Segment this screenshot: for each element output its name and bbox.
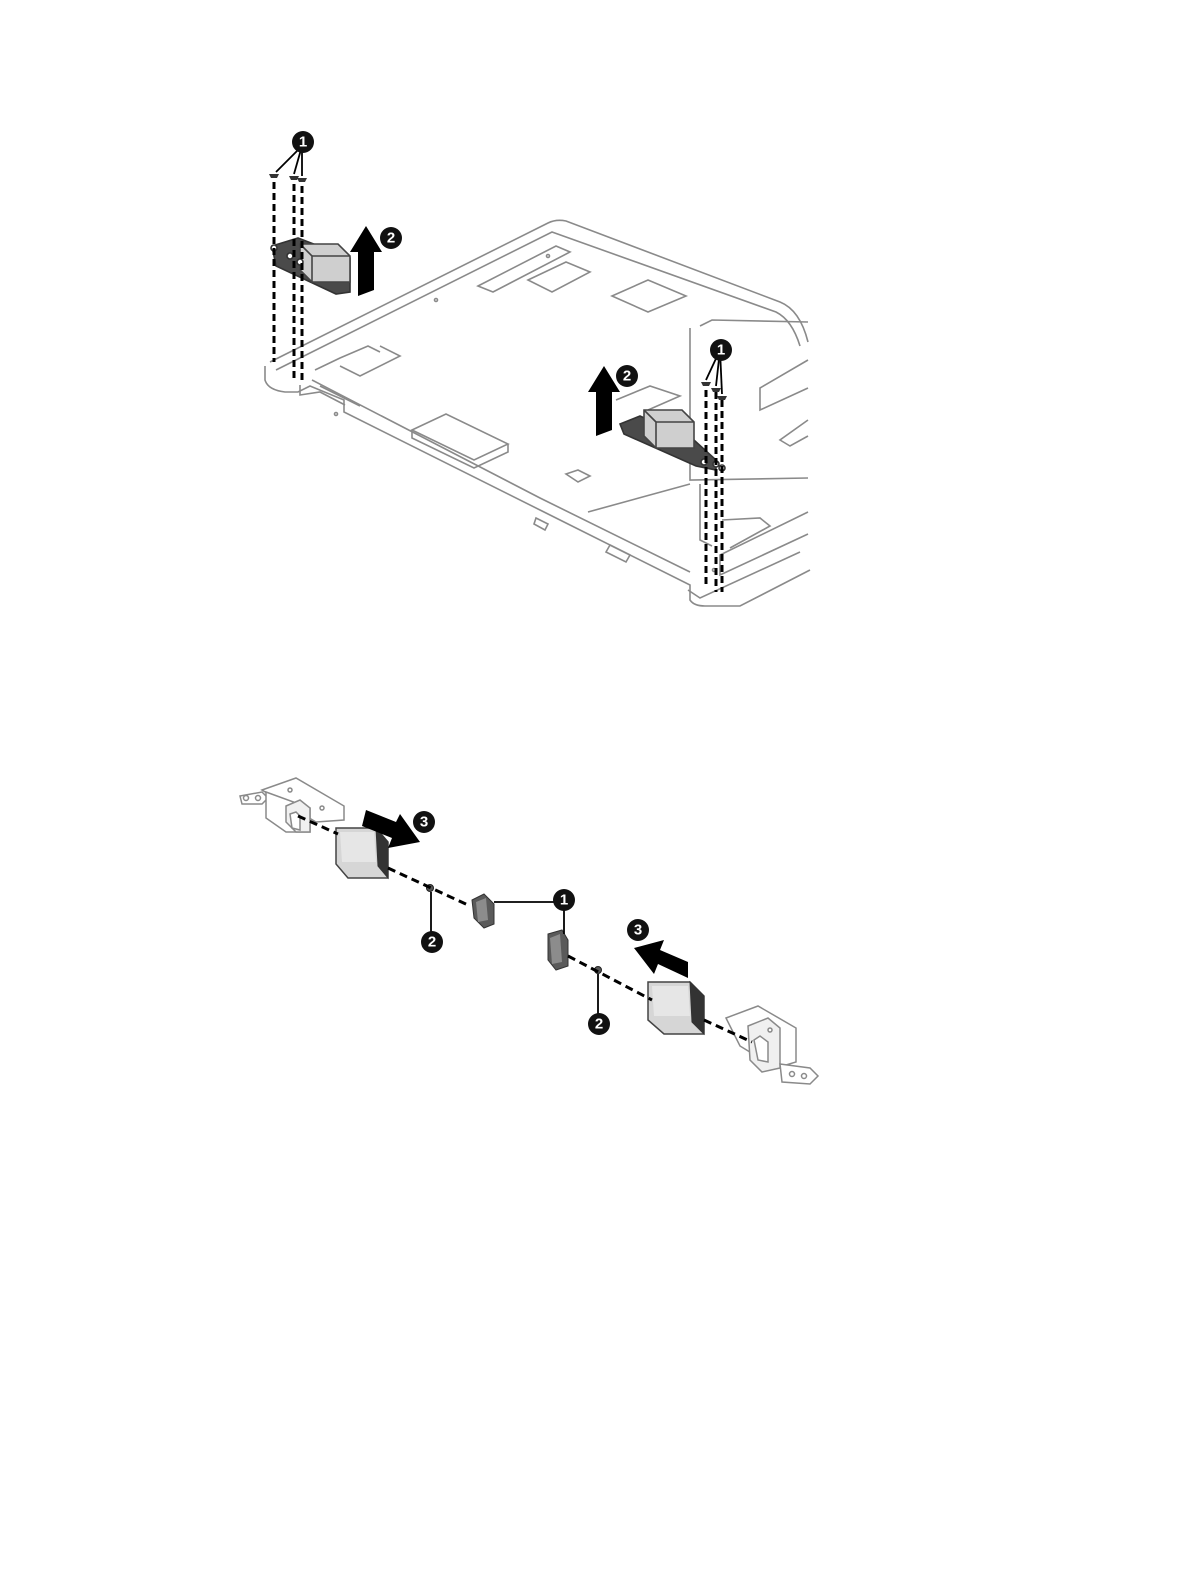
- screw-icon: [297, 178, 307, 182]
- callout-bottom-slide-left: 3: [413, 811, 435, 833]
- right-hinge: [620, 410, 725, 471]
- left-cap-face: [476, 898, 488, 922]
- top-figure: [265, 220, 810, 606]
- callout-top-lift-right: 2: [616, 365, 638, 387]
- left-hinge-bracket: [240, 778, 344, 832]
- callout-label: 1: [299, 134, 307, 151]
- left-hinge: [271, 238, 350, 294]
- slide-arrow-left-icon: [634, 940, 688, 978]
- lift-arrow-right-icon: [588, 366, 620, 436]
- callout-label: 2: [387, 230, 395, 247]
- right-hinge-cover: [648, 982, 704, 1034]
- callout-bottom-slide-right: 3: [627, 919, 649, 941]
- screw-icon: [269, 174, 279, 178]
- leader-lines: [431, 892, 598, 1014]
- lift-arrow-left-icon: [350, 226, 382, 296]
- callout-top-screws-left: 1: [292, 131, 314, 153]
- callout-top-screws-right: 1: [710, 339, 732, 361]
- left-hinge-cover: [336, 828, 388, 878]
- screw-icon: [711, 388, 721, 392]
- right-hinge-bracket: [726, 1006, 818, 1084]
- callout-label: 3: [420, 814, 428, 831]
- right-cap-face: [550, 934, 562, 964]
- callout-label: 3: [634, 922, 642, 939]
- callout-label: 2: [428, 934, 436, 951]
- callout-label: 2: [595, 1016, 603, 1033]
- callout-bottom-screw-right: 2: [588, 1013, 610, 1035]
- callout-label: 1: [560, 892, 568, 909]
- callout-label: 1: [717, 342, 725, 359]
- callout-bottom-caps: 1: [553, 889, 575, 911]
- bottom-figure: [240, 778, 818, 1084]
- top-screws-right: [701, 350, 727, 592]
- screw-icon: [717, 396, 727, 400]
- callout-bottom-screw-left: 2: [421, 931, 443, 953]
- screw-icon: [701, 382, 711, 386]
- callout-label: 2: [623, 368, 631, 385]
- callout-top-lift-left: 2: [380, 227, 402, 249]
